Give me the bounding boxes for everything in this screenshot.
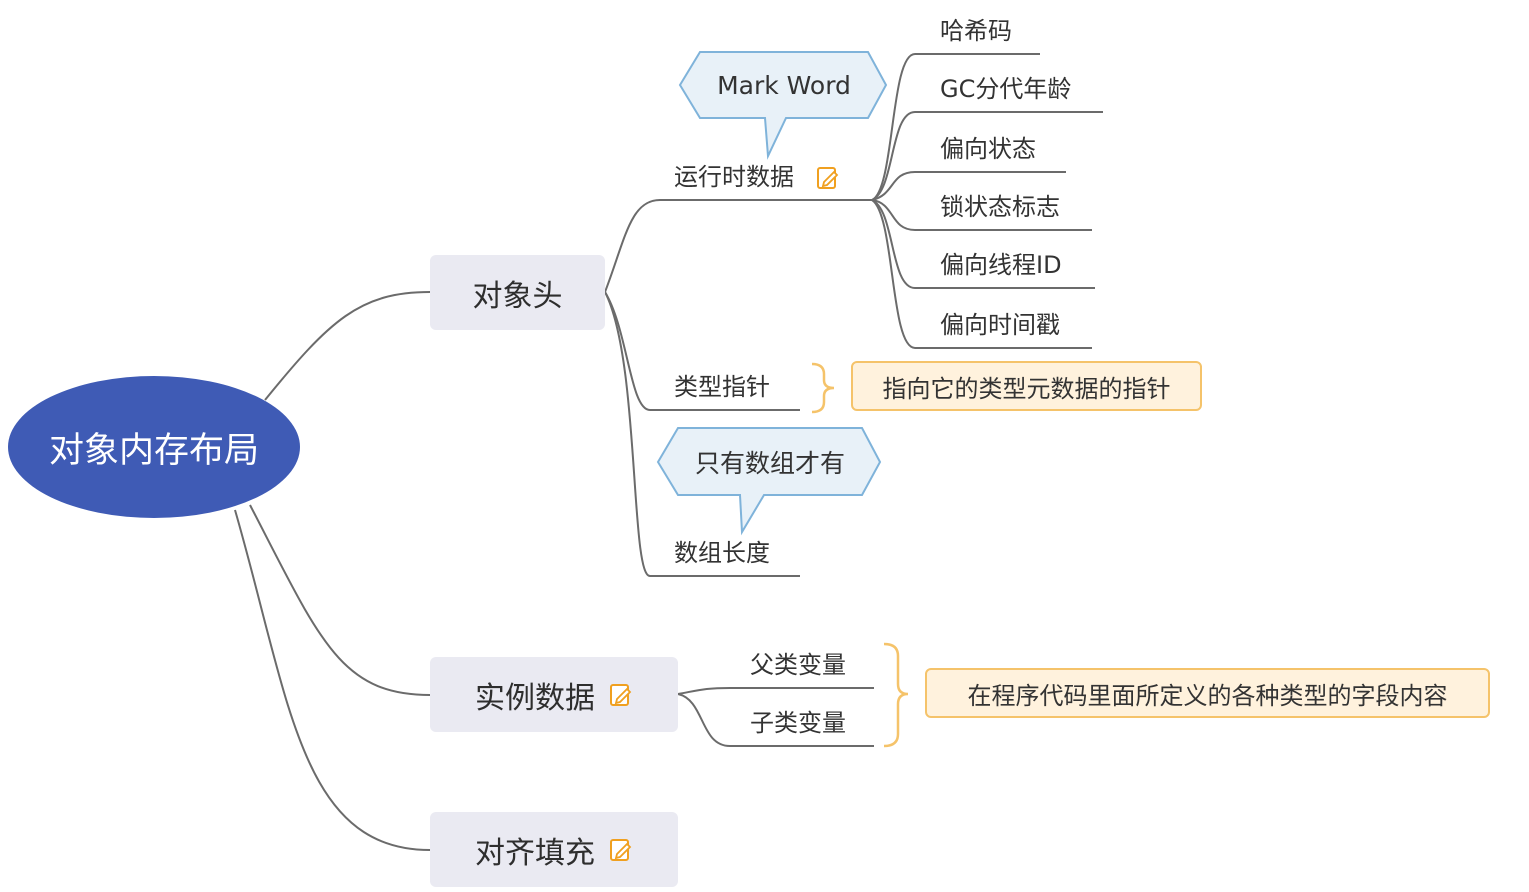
subtopic-array-length-label: 数组长度	[674, 539, 770, 567]
connector-header-typeptr	[604, 291, 800, 411]
summary-bracket-type-pointer	[811, 362, 835, 414]
runtime-item[interactable]: 哈希码	[940, 16, 1012, 46]
topic-instance-data-label: 实例数据	[475, 680, 595, 716]
subtopic-runtime-data[interactable]: 运行时数据	[674, 162, 840, 192]
callout-mark-word-text: Mark Word	[717, 70, 851, 100]
root-node[interactable]: 对象内存布局	[8, 376, 300, 518]
runtime-item[interactable]: 偏向时间戳	[940, 310, 1060, 340]
connector-root-instance-data	[249, 504, 431, 696]
connector-root-object-header	[264, 291, 431, 401]
subtopic-type-pointer-label: 类型指针	[674, 373, 770, 401]
note-icon[interactable]	[609, 682, 633, 708]
runtime-item[interactable]: 偏向线程ID	[940, 250, 1062, 280]
callout-array-only-label: 只有数组才有	[678, 428, 862, 495]
runtime-item-label: 偏向线程ID	[940, 251, 1062, 279]
connector-instance-item-1	[677, 687, 874, 695]
subtopic-array-length[interactable]: 数组长度	[674, 538, 770, 568]
summary-instance-data-text: 在程序代码里面所定义的各种类型的字段内容	[967, 681, 1448, 710]
runtime-item-label: GC分代年龄	[940, 75, 1072, 103]
note-icon[interactable]	[609, 837, 633, 863]
summary-type-pointer[interactable]: 指向它的类型元数据的指针	[851, 361, 1202, 411]
connector-runtime-item-4	[871, 199, 1092, 231]
topic-instance-data[interactable]: 实例数据	[430, 657, 678, 732]
topic-padding-label: 对齐填充	[475, 835, 595, 871]
topic-object-header-label: 对象头	[472, 278, 563, 314]
runtime-item[interactable]: 偏向状态	[940, 134, 1036, 164]
summary-instance-data[interactable]: 在程序代码里面所定义的各种类型的字段内容	[925, 668, 1490, 718]
connector-instance-item-2	[677, 693, 874, 747]
connector-header-arraylen	[604, 291, 800, 577]
runtime-item-label: 哈希码	[940, 17, 1012, 45]
runtime-item-label: 偏向状态	[940, 135, 1036, 163]
connector-runtime-item-3	[871, 171, 1066, 201]
runtime-item-label: 锁状态标志	[940, 193, 1060, 221]
instance-item[interactable]: 子类变量	[750, 708, 846, 738]
connector-runtime-item-6	[871, 199, 1092, 349]
topic-padding[interactable]: 对齐填充	[430, 812, 678, 887]
connector-runtime-item-2	[871, 111, 1103, 201]
runtime-item[interactable]: 锁状态标志	[940, 192, 1060, 222]
callout-mark-word-label: Mark Word	[700, 52, 868, 118]
summary-bracket-instance-data	[883, 642, 909, 748]
summary-type-pointer-text: 指向它的类型元数据的指针	[882, 374, 1171, 403]
runtime-item-label: 偏向时间戳	[940, 311, 1060, 339]
subtopic-type-pointer[interactable]: 类型指针	[674, 372, 770, 402]
callout-array-only-text: 只有数组才有	[694, 448, 845, 478]
connector-root-padding	[234, 509, 431, 851]
connector-runtime-item-1	[871, 53, 1040, 201]
topic-object-header[interactable]: 对象头	[430, 255, 605, 330]
instance-item-label: 父类变量	[750, 651, 846, 679]
subtopic-runtime-data-label: 运行时数据	[674, 163, 794, 191]
connector-runtime-item-5	[871, 199, 1095, 289]
instance-item-label: 子类变量	[750, 709, 846, 737]
callout-mark-word	[678, 51, 888, 160]
root-label: 对象内存布局	[48, 430, 259, 471]
connector-header-runtime	[604, 199, 872, 293]
note-icon[interactable]	[816, 165, 840, 191]
runtime-item[interactable]: GC分代年龄	[940, 74, 1071, 104]
instance-item[interactable]: 父类变量	[750, 650, 846, 680]
callout-array-only	[656, 427, 882, 536]
